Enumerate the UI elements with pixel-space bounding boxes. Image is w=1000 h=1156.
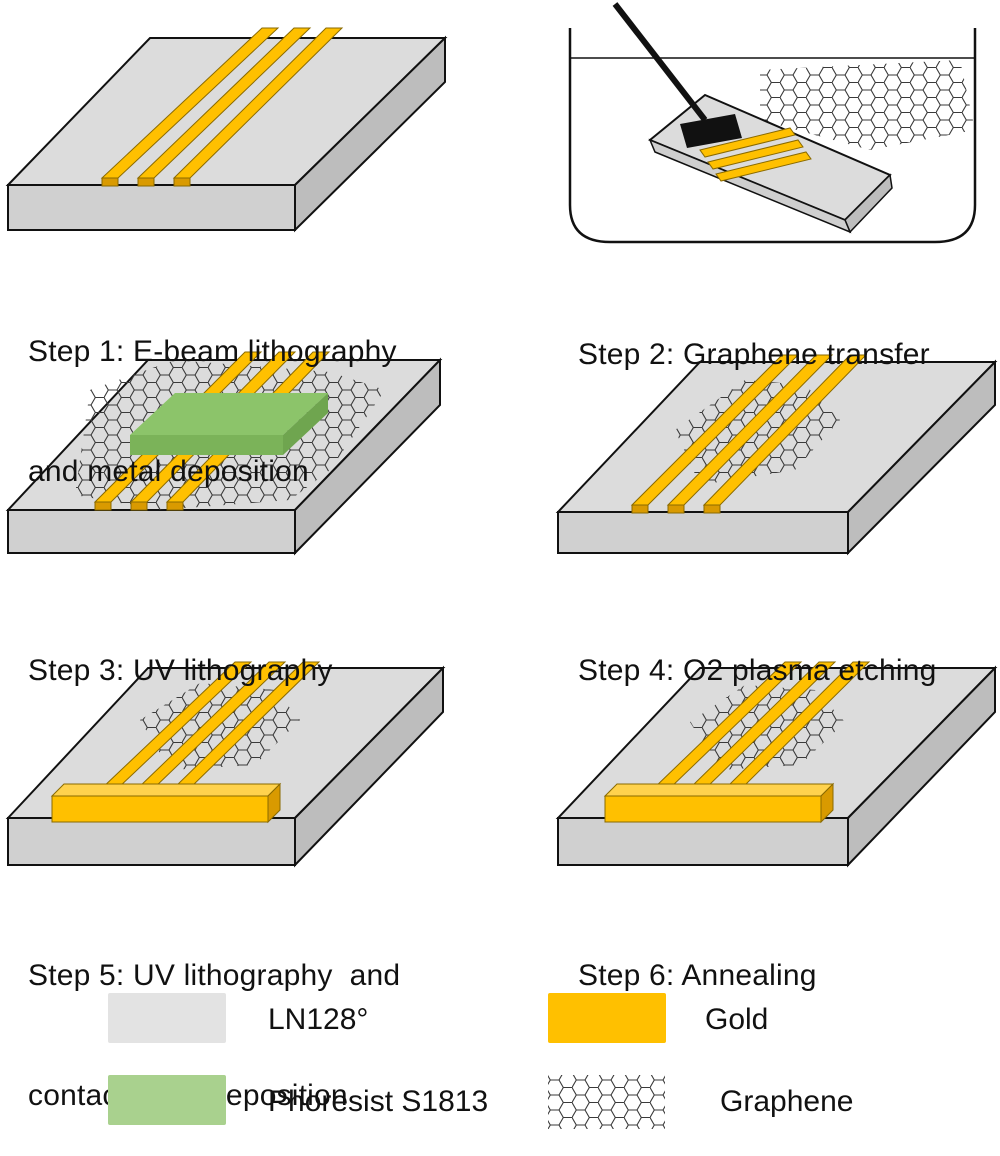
process-flow-diagram bbox=[5, 2, 998, 1129]
photoresist-block bbox=[130, 393, 328, 455]
step-3-diagram bbox=[5, 351, 443, 556]
step-2-diagram bbox=[568, 2, 977, 244]
legend-graphene-icon bbox=[548, 1075, 665, 1129]
gold-electrodes bbox=[100, 27, 344, 187]
step-4-diagram bbox=[555, 354, 998, 556]
legend-photoresist-swatch bbox=[108, 1075, 226, 1125]
legend-gold-swatch bbox=[548, 993, 666, 1043]
step-3-caption: Step 3: UV lithography bbox=[28, 571, 333, 731]
gold-electrodes bbox=[650, 661, 871, 791]
step-6-caption-line1: Step 6: Annealing bbox=[578, 959, 817, 992]
legend-graphene-label: Graphene bbox=[720, 1085, 854, 1118]
step-4-caption: Step 4: O2 plasma etching bbox=[578, 571, 937, 731]
step-2-caption-line1: Step 2: Graphene transfer bbox=[578, 338, 930, 371]
legend-ln128-swatch bbox=[108, 993, 226, 1043]
substrate bbox=[5, 35, 448, 233]
contact-pad bbox=[603, 782, 835, 824]
contact-pad bbox=[50, 782, 282, 824]
step-1-caption-line1: Step 1: E-beam lithography bbox=[28, 335, 397, 368]
legend-gold-label: Gold bbox=[705, 1003, 769, 1036]
tweezer bbox=[612, 2, 742, 148]
step-4-caption-line1: Step 4: O2 plasma etching bbox=[578, 654, 937, 687]
beaker bbox=[568, 28, 977, 244]
step-1-diagram bbox=[5, 27, 448, 233]
step-1-caption-line2: and metal deposition bbox=[28, 455, 309, 488]
gold-electrodes bbox=[630, 354, 868, 514]
step-3-caption-line1: Step 3: UV lithography bbox=[28, 654, 333, 687]
step-6-diagram bbox=[555, 661, 998, 868]
step-5-diagram bbox=[5, 661, 446, 868]
legend-photoresist-label: Phoresist S1813 bbox=[268, 1085, 489, 1118]
step-6-caption: Step 6: Annealing bbox=[578, 876, 817, 1036]
step-2-caption: Step 2: Graphene transfer bbox=[578, 255, 930, 415]
step-5-caption-line1: Step 5: UV lithography and bbox=[28, 959, 401, 992]
gold-electrodes bbox=[98, 661, 321, 791]
legend-ln128-label: LN128° bbox=[268, 1003, 369, 1036]
step-1-caption: Step 1: E-beam lithography and metal dep… bbox=[28, 252, 397, 532]
